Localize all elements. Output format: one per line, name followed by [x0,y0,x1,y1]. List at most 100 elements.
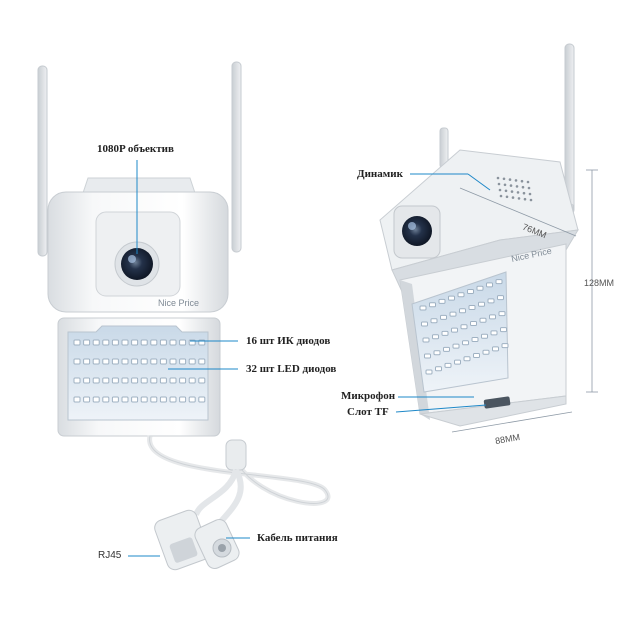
dimension-lines [451,169,598,433]
led-diode [159,358,167,365]
speaker-hole [514,179,518,182]
led-diode [419,305,427,311]
speaker-hole [510,190,514,193]
led-diode [73,358,81,365]
led-diode [454,359,461,365]
led-diode [150,396,158,403]
led-diode [131,396,139,403]
led-diode [500,327,507,333]
led-diode [131,377,139,384]
speaker-hole [504,189,508,193]
led-diode [73,339,81,346]
led-diode [438,298,446,304]
led-diode [422,337,430,343]
led-diode [150,358,158,365]
led-diode [476,285,484,291]
speaker-hole [522,191,526,195]
rj45-connector [154,509,210,571]
led-diode [497,295,504,301]
led-diode [487,298,495,304]
led-diode [443,346,450,352]
led-diode [92,358,100,365]
led-diode [452,343,460,349]
led-diode [102,377,110,384]
led-diode [468,305,476,310]
led-diode [451,327,458,333]
led-diode [111,339,119,346]
speaker-hole [526,180,530,184]
led-diode [490,330,498,336]
speaker-hole [529,198,533,202]
speaker-hole [516,191,520,194]
led-diode [140,396,148,403]
led-diode [169,396,177,403]
led-diode [460,324,468,330]
label-ir-diodes: 16 шт ИК диодов [246,335,331,347]
antenna-left [37,65,48,257]
speaker-hole [498,188,502,192]
led-diode [440,314,447,320]
led-diode [140,377,148,384]
led-diode [140,339,148,346]
speaker-hole [517,197,521,200]
led-diode [102,339,110,346]
led-diode [479,317,487,323]
led-diode [150,339,158,346]
speaker-grill-icon [496,176,533,202]
speaker-hole [511,196,515,199]
speaker-hole [497,182,501,186]
led-diode [429,302,436,308]
led-diode [131,358,139,365]
led-diode [459,308,466,314]
led-diode [159,377,167,384]
brand-logo: Nice Price [158,298,199,308]
led-diode [179,377,187,384]
led-diode [435,366,442,372]
speaker-hole [520,179,524,183]
speaker-hole [527,186,531,190]
led-diode [92,396,100,403]
led-diode [179,396,187,403]
led-diode [448,295,455,301]
led-diode [83,358,91,365]
led-diode [92,377,100,384]
led-diode [73,396,81,403]
label-lens: 1080P объектив [97,143,174,155]
led-diode [430,318,438,324]
lens-icon [121,248,153,280]
led-diode [131,339,139,346]
label-speaker: Динамик [357,168,403,180]
led-diode [179,339,187,346]
speaker-hole [502,177,506,181]
led-diode [111,358,119,365]
led-diode [467,289,474,294]
led-diode [501,343,509,349]
led-diode [482,349,490,355]
callout-lines [128,160,491,557]
led-diode [441,330,449,336]
power-connector [194,519,240,569]
led-diode [179,358,187,365]
speaker-hole [499,194,503,198]
led-diode [121,377,129,384]
led-diode [169,358,177,365]
speaker-hole [528,192,532,196]
speaker-hole [521,185,525,189]
dimension-height: 128MM [584,278,615,288]
led-diode [102,358,110,365]
side-camera: Nice Price [379,43,579,427]
led-diode [489,314,496,320]
led-diode [73,377,81,384]
led-diode [169,339,177,346]
led-diode [425,369,433,375]
led-diode [102,396,110,403]
speaker-hole [515,185,519,188]
led-diode [421,321,428,327]
led-diode [495,279,503,285]
led-diode [92,339,100,346]
led-diode [188,358,196,365]
led-diode [198,358,206,365]
led-diode [470,321,477,326]
led-diode [188,396,196,403]
tf-slot [483,396,511,409]
